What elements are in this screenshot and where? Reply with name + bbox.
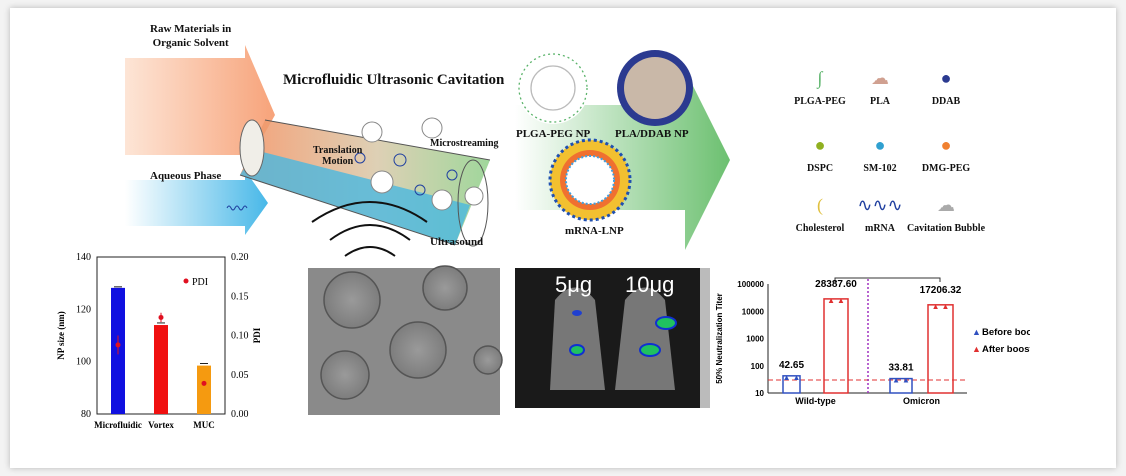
y-axis-label: 50% Neutralization Titer — [715, 293, 724, 384]
y2-tick-label: 0.20 — [231, 252, 249, 263]
neutralization-chart: 10 100 1000 10000 100000 50% Neutralization T… — [715, 277, 1030, 406]
legend-label: PLGA-PEG — [794, 96, 846, 107]
ddab-icon: ● — [940, 68, 952, 88]
y-tick-label: 100 — [76, 357, 91, 368]
y-tick-label: 100 — [751, 362, 765, 371]
y2-tick-label: 0.05 — [231, 370, 249, 381]
y-tick-label: 10 — [755, 389, 764, 398]
plga-peg-np-label: PLGA-PEG NP — [516, 128, 591, 140]
plga-peg-icon: ∫ — [817, 68, 823, 88]
bar — [197, 365, 211, 414]
legend-marker: ▲ — [972, 344, 981, 354]
bar — [927, 304, 954, 394]
y2-tick-label: 0.10 — [231, 331, 249, 342]
y-tick-label: 80 — [81, 409, 91, 420]
legend-marker — [183, 278, 189, 284]
x-tick-label: Wild-type — [795, 396, 835, 406]
y2-tick-label: 0.15 — [231, 291, 249, 302]
x-tick-label: Microfluidic — [94, 420, 142, 430]
plga-peg-np-icon — [517, 52, 589, 124]
pla-ddab-np-label: PLA/DDAB NP — [615, 128, 689, 140]
legend-label: DSPC — [806, 163, 834, 174]
legend-label: PLA — [870, 96, 890, 107]
y2-tick-label: 0.00 — [231, 409, 249, 420]
mrna-lnp-label: mRNA-LNP — [565, 225, 624, 237]
aqueous-phase-arrow — [125, 170, 268, 235]
legend-label: SM-102 — [863, 163, 897, 174]
y-tick-label: 140 — [76, 252, 91, 263]
x-tick-label: Vortex — [148, 420, 174, 430]
dose-5-label: 5μg — [555, 272, 593, 297]
ultrasound-label: Ultrasound — [430, 236, 484, 248]
legend-label: Before booster — [982, 327, 1030, 338]
value-label: 42.65 — [779, 360, 804, 371]
data-point-marker: ▲ ▲ — [892, 376, 910, 385]
pdi-point — [158, 314, 164, 320]
data-point-marker: ▲ ▲ — [783, 373, 801, 382]
ultrasound-waves-icon — [311, 201, 428, 257]
mrna-lnp-icon — [548, 138, 632, 222]
mouse-imaging — [515, 268, 708, 408]
bar — [889, 377, 913, 394]
bar — [154, 325, 168, 414]
sm102-icon: ● — [874, 135, 886, 155]
cavitation-bubble-icon: ☁ — [937, 195, 955, 215]
y-tick-label: 1000 — [746, 335, 764, 344]
value-label: 17206.32 — [920, 285, 962, 296]
np-size-chart: 80 100 120 140 0.00 0.05 0.10 0.15 0.20 NP size (… — [56, 252, 262, 430]
microfluidic-tube — [239, 113, 491, 247]
legend-marker: ▲ — [972, 327, 981, 337]
organic-phase-arrow — [125, 45, 275, 168]
pla-icon: ☁ — [871, 68, 889, 88]
pdi-point — [201, 380, 207, 386]
raw-materials-label: Raw Materials in Organic Solvent — [150, 23, 232, 49]
legend-label: After booster — [982, 344, 1030, 355]
comparison-bracket — [834, 277, 941, 282]
translation-motion-label: Translation Motion — [313, 145, 363, 167]
y-tick-label: 120 — [76, 304, 91, 315]
value-label: 33.81 — [888, 363, 913, 374]
legend-label: Cavitation Bubble — [906, 223, 986, 234]
figure-title: Microfluidic Ultrasonic Cavitation — [283, 72, 505, 88]
mrna-icon: ∿∿∿ — [857, 195, 903, 215]
x-tick-label: MUC — [193, 420, 215, 430]
dspc-icon: ● — [814, 135, 826, 155]
microstreaming-label: Microstreaming — [430, 138, 499, 149]
data-point-marker: ▲ ▲ — [932, 302, 950, 311]
data-point-marker: ▲ ▲ — [827, 296, 845, 305]
y-tick-label: 100000 — [737, 280, 764, 289]
value-label: 28387.60 — [815, 279, 857, 290]
bar — [823, 298, 849, 394]
x-tick-label: Omicron — [903, 396, 940, 406]
dose-10-label: 10μg — [625, 272, 675, 297]
legend-label: Cholesterol — [795, 223, 845, 234]
legend-label: mRNA — [865, 223, 895, 234]
legend-label: PDI — [192, 277, 208, 288]
y-tick-label: 10000 — [742, 307, 765, 316]
legend-label: DDAB — [931, 96, 961, 107]
pdi-point — [115, 342, 121, 348]
pla-ddab-np-icon — [617, 50, 693, 126]
y2-axis-label: PDI — [252, 327, 262, 343]
y-axis-label: NP size (nm) — [56, 311, 66, 360]
aqueous-phase-label: Aqueous Phase — [150, 170, 222, 182]
dmg-peg-icon: ● — [940, 135, 952, 155]
cholesterol-icon: ( — [817, 195, 823, 215]
legend-label: DMG-PEG — [921, 163, 971, 174]
bar — [782, 375, 801, 394]
